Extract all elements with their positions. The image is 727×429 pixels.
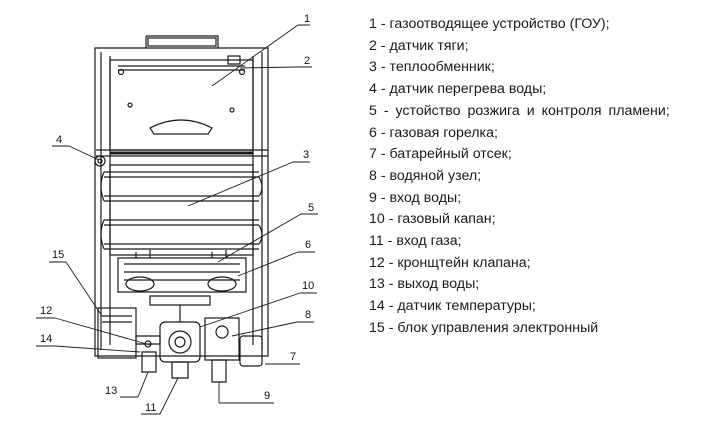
legend-text: 14 - датчик температуры; <box>369 298 536 315</box>
gas-valve-knob <box>168 330 192 354</box>
legend-text: 8 - водяной узел; <box>369 167 482 184</box>
exchanger-side-left <box>100 171 105 250</box>
legend-item-6: 6 - газовая горелка; <box>369 123 719 145</box>
callout-8: 8 <box>305 309 311 321</box>
gas-burner <box>117 257 247 293</box>
gas-valve-bracket <box>149 295 211 306</box>
callout-9: 9 <box>264 390 270 402</box>
legend-item-8: 8 - водяной узел; <box>369 166 719 188</box>
parts-legend: 1 - газоотводящее устройство (ГОУ); 2 - … <box>369 14 719 340</box>
water-unit <box>204 317 240 361</box>
legend-text: 13 - выход воды; <box>369 276 480 293</box>
heat-exchanger-body <box>109 164 254 256</box>
legend-text: 12 - кронщтейн клапана; <box>369 254 531 271</box>
leader-6 <box>237 251 315 277</box>
legend-item-3: 3 - теплообменник; <box>369 57 719 79</box>
overheat-sensor <box>94 155 106 167</box>
legend-item-2: 2 - датчик тяги; <box>369 36 719 58</box>
legend-item-7: 7 - батарейный отсек; <box>369 144 719 166</box>
callout-10: 10 <box>302 280 314 292</box>
water-heater-drawing: 1 2 3 4 5 6 7 8 9 10 11 12 13 14 15 <box>36 13 318 415</box>
legend-item-14: 14 - датчик температуры; <box>369 296 719 318</box>
top-bracket <box>145 35 219 48</box>
legend-text: 6 - газовая горелка; <box>369 124 498 141</box>
legend-text: 9 - вход воды; <box>369 189 462 206</box>
callout-13: 13 <box>105 385 117 397</box>
legend-item-10: 10 - газовый капан; <box>369 209 719 231</box>
callout-12: 12 <box>40 305 52 317</box>
legend-item-11: 11 - вход газа; <box>369 231 719 253</box>
legend-item-15: 15 - блок управления электронный <box>369 318 719 340</box>
legend-text: 4 - датчик перегрева воды; <box>369 81 547 98</box>
leader-14 <box>36 345 141 353</box>
leader-3 <box>187 161 310 207</box>
control-unit-slots <box>102 315 132 323</box>
burner-manifold-right <box>207 276 237 292</box>
leader-15 <box>49 261 103 317</box>
exchanger-tube-4 <box>104 243 259 250</box>
flue-opening <box>149 119 213 135</box>
hood-top-ribs <box>118 65 245 71</box>
callout-14: 14 <box>40 333 52 345</box>
callout-5: 5 <box>308 202 314 214</box>
legend-text: 3 - теплообменник; <box>369 59 495 76</box>
draft-sensor-bracket <box>227 55 241 65</box>
gas-inlet <box>171 361 189 379</box>
exchanger-side-right <box>258 176 263 245</box>
legend-item-9: 9 - вход воды; <box>369 188 719 210</box>
legend-item-4: 4 - датчик перегрева воды; <box>369 79 719 101</box>
screw-top-right <box>238 68 246 76</box>
burner-nozzles <box>124 263 240 281</box>
water-outlet <box>141 351 157 373</box>
leader-2 <box>239 66 312 69</box>
control-unit <box>97 307 137 359</box>
leader-4 <box>52 145 100 161</box>
legend-text: 7 - батарейный отсек; <box>369 146 512 163</box>
legend-item-13: 13 - выход воды; <box>369 274 719 296</box>
frame-outline <box>94 47 269 357</box>
legend-item-1: 1 - газоотводящее устройство (ГОУ); <box>369 14 719 36</box>
callout-3: 3 <box>303 149 309 161</box>
valve-bracket <box>135 335 161 345</box>
legend-text: 15 - блок управления электронный <box>369 319 599 336</box>
overheat-sensor-core <box>97 158 103 164</box>
leader-11 <box>141 377 179 415</box>
battery-box <box>239 335 263 367</box>
exchanger-tube-3 <box>104 219 259 226</box>
screw-top-left <box>117 68 125 76</box>
callout-6: 6 <box>305 239 311 251</box>
leader-1 <box>211 24 310 87</box>
leader-10 <box>199 292 317 328</box>
callout-11: 11 <box>145 402 156 414</box>
callout-4: 4 <box>56 134 62 146</box>
legend-text: 5 - устойство розжига и контроля пламени… <box>369 102 670 119</box>
top-bracket-slot <box>147 37 217 47</box>
legend-item-12: 12 - кронщтейн клапана; <box>369 253 719 275</box>
gas-valve-core <box>174 336 186 348</box>
leader-13 <box>120 371 149 398</box>
leader-12 <box>36 317 151 346</box>
leader-5 <box>217 213 318 263</box>
callout-15: 15 <box>52 249 64 261</box>
ignition-electrodes <box>135 250 227 258</box>
water-unit-sensor <box>215 325 229 339</box>
burner-manifold-left <box>125 276 155 292</box>
screw-left <box>127 102 133 108</box>
callout-2: 2 <box>304 55 310 67</box>
legend-text: 1 - газоотводящее устройство (ГОУ); <box>369 16 610 32</box>
legend-text: 10 - газовый капан; <box>369 211 496 228</box>
divider-bar <box>96 149 268 157</box>
legend-item-5: 5 - устойство розжига и контроля пламени… <box>369 101 719 123</box>
exchanger-tube-1 <box>104 171 259 178</box>
leader-8 <box>231 321 314 337</box>
legend-text: 2 - датчик тяги; <box>369 37 469 54</box>
callout-7: 7 <box>290 351 296 363</box>
water-inlet <box>211 359 227 383</box>
exchanger-tube-2 <box>104 195 259 202</box>
leader-9 <box>218 382 274 404</box>
callout-1: 1 <box>304 13 310 25</box>
legend-text: 11 - вход газа; <box>369 233 462 250</box>
screw-right <box>229 107 235 113</box>
